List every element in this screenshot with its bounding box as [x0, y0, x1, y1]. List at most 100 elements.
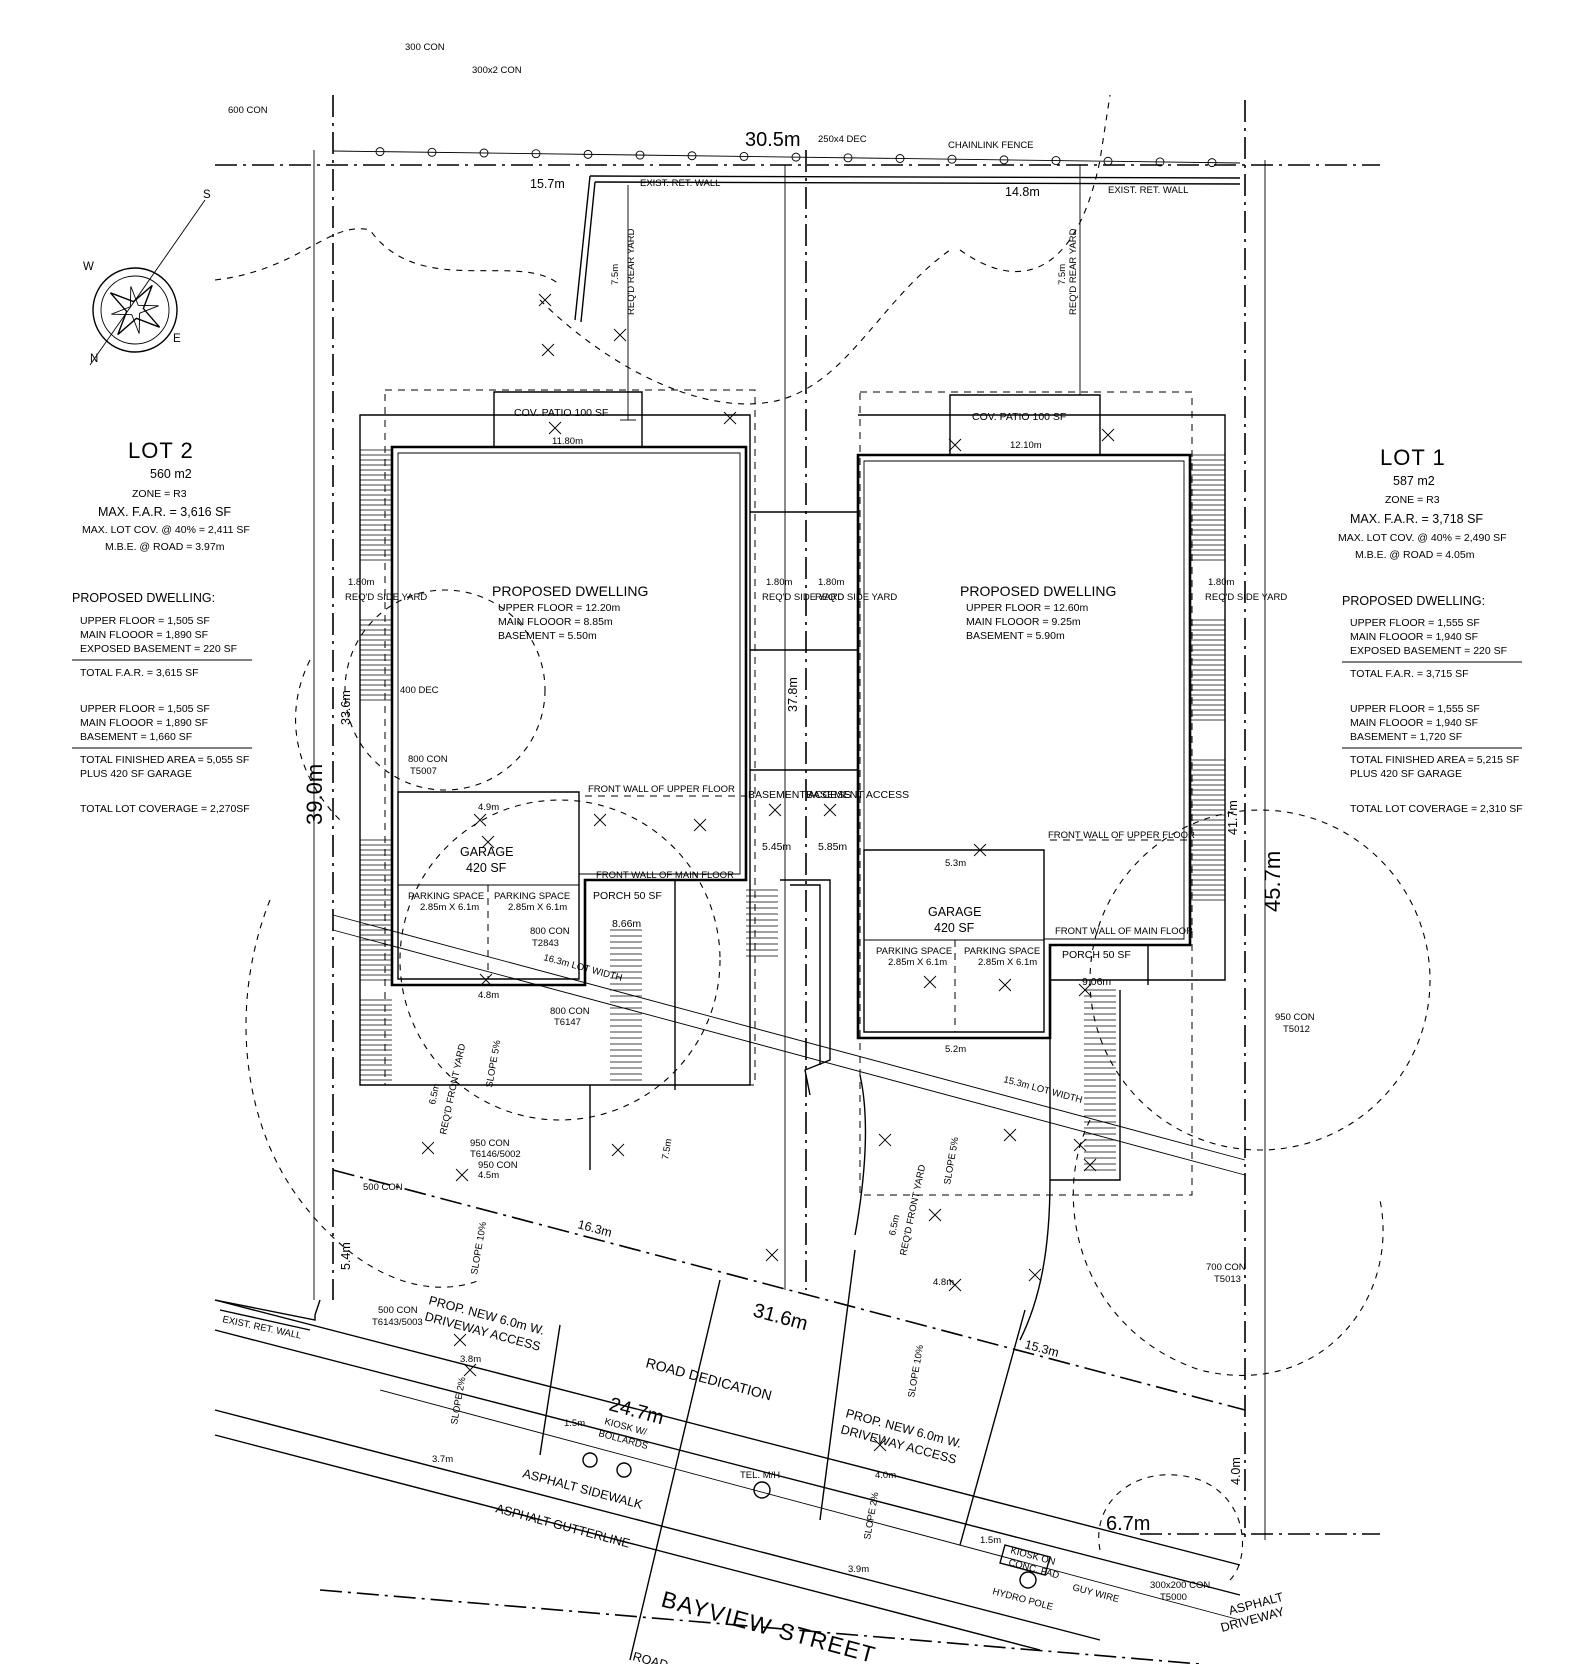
- road-label: ROAD: [631, 1649, 670, 1664]
- front-yard-left: REQ'D FRONT YARD: [438, 1043, 468, 1136]
- dim-label: 1.5m: [564, 1418, 585, 1429]
- lot1-inner-depth: 41.7m: [1226, 800, 1240, 835]
- fence-post-icon: [947, 154, 957, 164]
- lot1-depth: 45.7m: [1260, 851, 1285, 912]
- lot2-depth: 39.0m: [302, 764, 327, 825]
- chainlink-fence: [332, 147, 1241, 168]
- fence-post-icon: [895, 154, 905, 163]
- lot-width-right: 15.3m LOT WIDTH: [1002, 1074, 1083, 1106]
- dim-label: 1.5m: [980, 1535, 1001, 1546]
- dim-label: 4.5m: [478, 1170, 499, 1181]
- rear-yard-dim: 7.5m: [610, 264, 621, 285]
- ret-wall-label: EXIST. RET. WALL: [640, 178, 720, 189]
- tree-label: 700 CON: [1206, 1262, 1246, 1273]
- fence-post-icon: [635, 150, 645, 160]
- basement-access-left: BASEMENT ACCESS: [748, 789, 851, 801]
- parking-left-2: PARKING SPACE: [494, 891, 570, 902]
- lot2-info: LOT 2 560 m2 ZONE = R3 MAX. F.A.R. = 3,6…: [72, 438, 252, 815]
- fence-post-icon: [791, 152, 801, 162]
- lot2-proposed: PROPOSED DWELLING:: [72, 591, 215, 605]
- lot1-total-cov: TOTAL LOT COVERAGE = 2,310 SF: [1350, 803, 1523, 815]
- front-wall-main-left: FRONT WALL OF MAIN FLOOR: [596, 870, 734, 881]
- lot1-plus-garage: PLUS 420 SF GARAGE: [1350, 768, 1462, 780]
- rear-yard-label: REQ'D REAR YARD: [1068, 228, 1079, 315]
- manhole-icon: [753, 1481, 771, 1499]
- dim-label: 16.3m: [576, 1217, 613, 1240]
- fence-post-icon: [1207, 158, 1217, 168]
- lot2-main2: MAIN FLOOOR = 1,890 SF: [80, 717, 208, 729]
- dim-label: 3.8m: [460, 1354, 481, 1365]
- tree-label: 950 CON: [478, 1160, 518, 1171]
- side-yard-label: REQ'D SIDE YARD: [1205, 592, 1287, 603]
- tree-label: 300x2 CON: [472, 65, 522, 76]
- lot1-total-far: TOTAL F.A.R. = 3,715 SF: [1350, 668, 1469, 680]
- utilities: [582, 1452, 1051, 1589]
- fence-post-icon: [999, 155, 1009, 165]
- dwelling-right-main: MAIN FLOOOR = 9.25m: [966, 616, 1081, 628]
- tree-label: 500 CON: [378, 1305, 418, 1316]
- tree-label: 950 CON: [1275, 1012, 1315, 1023]
- rear-dim-left: 15.7m: [530, 177, 565, 191]
- dim-label: 7.5m: [660, 1138, 675, 1161]
- lot1-zone: ZONE = R3: [1385, 494, 1440, 506]
- dwelling-right-basement: BASEMENT = 5.90m: [966, 630, 1065, 642]
- tree-label: 300 CON: [405, 42, 445, 53]
- garage-left-title: GARAGE: [460, 845, 514, 859]
- tree-canopies: [214, 94, 1431, 1581]
- lot2-total-finished: TOTAL FINISHED AREA = 5,055 SF: [80, 754, 249, 766]
- tree-label: 500 CON: [363, 1182, 403, 1193]
- tree-label: 800 CON: [530, 926, 570, 937]
- porch-right-elev: 9.06m: [1082, 976, 1111, 988]
- lot1-basement2: BASEMENT = 1,720 SF: [1350, 731, 1462, 743]
- lot2-area: 560 m2: [150, 467, 192, 481]
- fence-post-icon: [1155, 157, 1165, 167]
- tree-label: 400 DEC: [400, 685, 439, 696]
- rear-yard-dim: 7.5m: [1057, 264, 1068, 285]
- lot1-main2: MAIN FLOOOR = 1,940 SF: [1350, 717, 1478, 729]
- north-arrow-w: W: [83, 261, 94, 273]
- side-yard-dim: 1.80m: [766, 577, 792, 588]
- dwelling-right-upper: UPPER FLOOR = 12.60m: [966, 602, 1089, 614]
- slope-label: SLOPE 2%: [449, 1376, 468, 1426]
- lot2-front-dim: 5.4m: [339, 1242, 353, 1270]
- porch-right: PORCH 50 SF: [1062, 949, 1131, 961]
- street-name: BAYVIEW STREET: [659, 1586, 879, 1664]
- basement-access: [750, 511, 858, 1096]
- mid-depth-dim: 37.8m: [786, 677, 800, 712]
- dwelling-left-basement: BASEMENT = 5.50m: [498, 630, 597, 642]
- lot2-mbe: M.B.E. @ ROAD = 3.97m: [105, 541, 225, 553]
- fence-post-icon: [687, 151, 697, 161]
- lot1-front-dim: 4.0m: [1229, 1457, 1243, 1485]
- patio-left-elev: 11.80m: [552, 436, 583, 447]
- dim-label: 3.7m: [432, 1454, 453, 1465]
- patio-right: COV. PATIO 100 SF: [972, 411, 1066, 423]
- side-yard-dim: 1.80m: [348, 577, 374, 588]
- gutter-label: ASPHALT GUTTERLINE: [494, 1501, 631, 1550]
- garage-left-width: 4.8m: [478, 990, 499, 1001]
- lot2-plus-garage: PLUS 420 SF GARAGE: [80, 768, 192, 780]
- tree-tag: T5013: [1214, 1274, 1241, 1285]
- fence-post-icon: [1051, 156, 1061, 166]
- spot-elevations: [421, 293, 1115, 1452]
- tree-tag: T6146/5002: [470, 1149, 521, 1160]
- north-arrow-n: N: [90, 353, 98, 365]
- tree-tag: T2843: [532, 938, 559, 949]
- dwelling-right: [856, 394, 1226, 1181]
- parking-right-2: PARKING SPACE: [964, 946, 1040, 957]
- lot1-far: MAX. F.A.R. = 3,718 SF: [1350, 512, 1483, 526]
- patio-left: COV. PATIO 100 SF: [514, 407, 608, 419]
- parking-right-1: PARKING SPACE: [876, 946, 952, 957]
- road-dedication: ROAD DEDICATION: [644, 1354, 773, 1403]
- tree-label: 300x200 CON: [1150, 1580, 1210, 1591]
- parking-right-2-dim: 2.85m X 6.1m: [978, 957, 1037, 968]
- tree-label: 600 CON: [228, 105, 268, 116]
- bollard-icon: [616, 1462, 632, 1478]
- ret-wall-label: EXIST. RET. WALL: [1108, 185, 1188, 196]
- dim-label: 4.0m: [875, 1470, 896, 1481]
- lot2-zone: ZONE = R3: [132, 488, 187, 500]
- fence-post-icon: [583, 149, 593, 159]
- lot1-info: LOT 1 587 m2 ZONE = R3 MAX. F.A.R. = 3,7…: [1338, 445, 1523, 815]
- tree-label: 800 CON: [550, 1006, 590, 1017]
- dwelling-left-labels: PROPOSED DWELLING UPPER FLOOR = 12.20m M…: [345, 407, 851, 1001]
- lot2-cov: MAX. LOT COV. @ 40% = 2,411 SF: [82, 524, 250, 536]
